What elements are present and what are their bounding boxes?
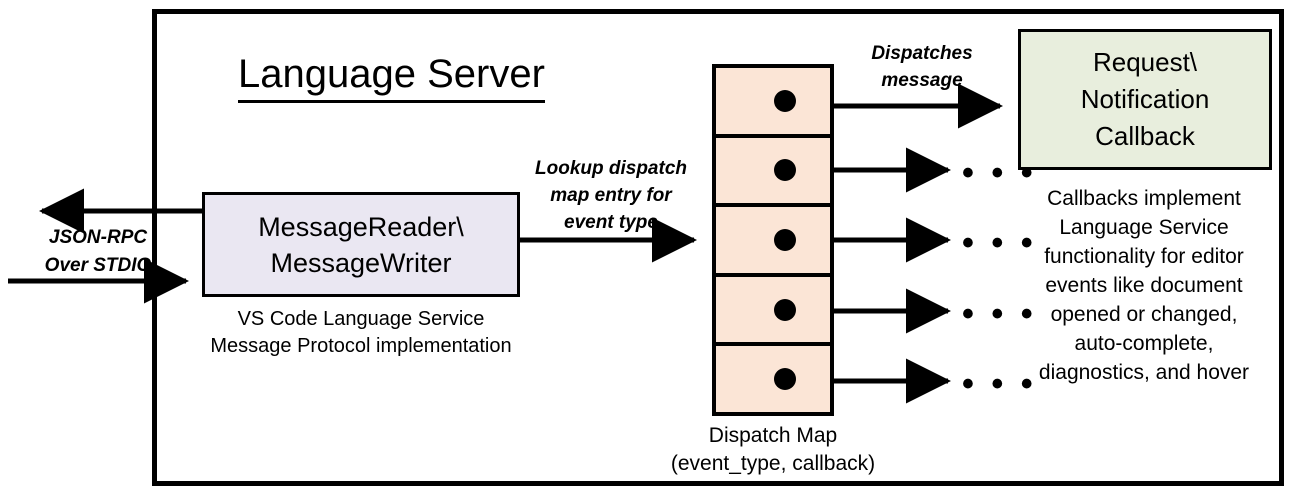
callback-caption-line4: events like document bbox=[1045, 274, 1243, 297]
page-title: Language Server bbox=[238, 50, 545, 103]
ellipsis-row-4: • • • bbox=[962, 295, 1037, 333]
entry-dot-icon bbox=[774, 368, 796, 391]
callback-caption-line2: Language Service bbox=[1059, 216, 1229, 239]
entry-dot-icon bbox=[774, 159, 796, 182]
dispatch-map-caption-line2: (event_type, callback) bbox=[670, 452, 876, 475]
dispatch-map-row[interactable] bbox=[716, 277, 830, 347]
callback-caption-line5: opened or changed, bbox=[1050, 303, 1238, 326]
entry-dot-icon bbox=[774, 89, 796, 112]
message-reader-writer-box[interactable]: MessageReader\ MessageWriter bbox=[202, 192, 520, 297]
callback-caption-line6: auto-complete, bbox=[1074, 332, 1214, 355]
message-box-line1: MessageReader\ bbox=[258, 211, 464, 242]
lookup-label-line2: map entry for bbox=[550, 185, 672, 206]
dispatch-map-caption: Dispatch Map (event_type, callback) bbox=[638, 422, 908, 478]
lookup-label-line1: Lookup dispatch bbox=[535, 158, 687, 179]
dispatch-map-row[interactable] bbox=[716, 207, 830, 277]
transport-label-line1: JSON-RPC bbox=[48, 227, 148, 248]
dispatches-message-label: Dispatches message bbox=[836, 40, 1008, 94]
dispatch-map-row[interactable] bbox=[716, 346, 830, 412]
callback-caption-line1: Callbacks implement bbox=[1047, 187, 1241, 210]
lookup-dispatch-label: Lookup dispatch map entry for event type bbox=[516, 155, 706, 236]
callback-box-line1: Request\ bbox=[1092, 47, 1198, 77]
transport-label-line2: Over STDIO bbox=[44, 255, 152, 276]
dispatch-map-row[interactable] bbox=[716, 138, 830, 208]
dispatch-map-caption-line1: Dispatch Map bbox=[708, 424, 838, 447]
message-box-caption-line1: VS Code Language Service bbox=[237, 308, 485, 330]
ellipsis-row-3: • • • bbox=[962, 224, 1037, 262]
message-box-line2: MessageWriter bbox=[270, 247, 452, 278]
callback-caption-line3: functionality for editor bbox=[1044, 245, 1244, 268]
request-notification-callback-box[interactable]: Request\ Notification Callback bbox=[1018, 29, 1272, 170]
lookup-label-line3: event type bbox=[564, 212, 658, 233]
transport-label: JSON-RPC Over STDIO bbox=[28, 224, 168, 280]
dispatch-map-row[interactable] bbox=[716, 68, 830, 138]
ellipsis-row-5: • • • bbox=[962, 365, 1037, 403]
message-box-caption: VS Code Language Service Message Protoco… bbox=[202, 306, 520, 360]
callback-caption-line7: diagnostics, and hover bbox=[1038, 361, 1250, 384]
callback-box-line3: Callback bbox=[1095, 121, 1195, 151]
dispatches-label-line2: message bbox=[881, 70, 963, 91]
dispatches-label-line1: Dispatches bbox=[871, 43, 973, 64]
callback-box-caption: Callbacks implement Language Service fun… bbox=[1008, 184, 1280, 387]
entry-dot-icon bbox=[774, 228, 796, 251]
callback-box-line2: Notification bbox=[1080, 84, 1210, 114]
language-server-boundary bbox=[152, 9, 1284, 486]
entry-dot-icon bbox=[774, 298, 796, 321]
message-box-caption-line2: Message Protocol implementation bbox=[210, 335, 512, 357]
dispatch-map-table[interactable] bbox=[712, 64, 834, 416]
